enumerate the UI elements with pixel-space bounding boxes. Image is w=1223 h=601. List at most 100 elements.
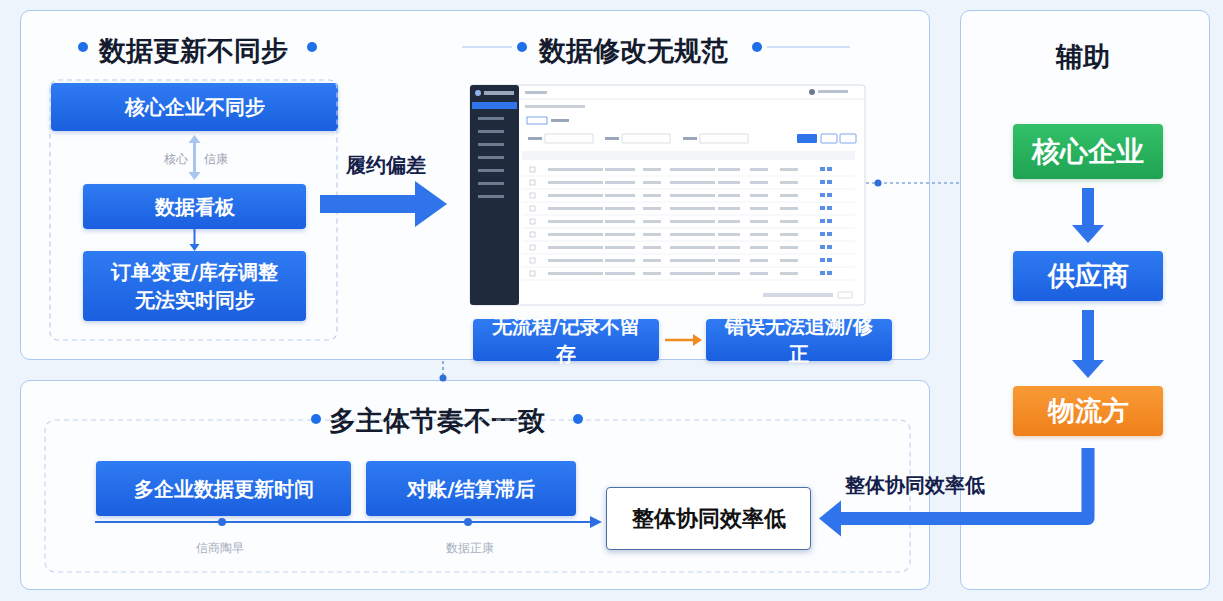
sidebar xyxy=(470,85,519,305)
table-row xyxy=(522,193,855,202)
connector-line xyxy=(665,339,694,342)
box-label: 多企业数据更新时间 xyxy=(134,475,314,503)
result-box: 整体协同效率低 xyxy=(606,487,811,550)
section-panel: 辅助核心企业供应商物流方 xyxy=(960,10,1210,590)
box-label: 订单变更/库存调整 无法实时同步 xyxy=(102,258,287,314)
connector xyxy=(1072,188,1104,243)
process-box: 多企业数据更新时间 xyxy=(96,461,351,516)
heading-dot xyxy=(78,42,88,52)
arrow-head xyxy=(1072,360,1104,378)
filter-input xyxy=(622,134,670,143)
connector xyxy=(665,334,702,346)
box-label: 错误无法追溯/修正 xyxy=(725,312,873,368)
menu-item xyxy=(478,130,504,133)
dashed-frame xyxy=(45,420,910,572)
box-label: 供应商 xyxy=(1048,257,1129,295)
filter-label xyxy=(528,137,542,140)
heading-line xyxy=(767,46,850,48)
heading-dot xyxy=(307,42,317,52)
filter-label xyxy=(683,137,697,140)
timeline xyxy=(95,521,592,523)
table-row xyxy=(522,258,855,267)
connector xyxy=(190,229,200,251)
pagination xyxy=(838,292,852,298)
edge-label: 整体协同效率低 xyxy=(845,472,985,499)
connector-line xyxy=(840,448,1088,519)
button xyxy=(821,134,837,143)
timeline-dot xyxy=(464,518,472,526)
section-heading: 数据更新不同步 xyxy=(99,33,288,69)
timeline-dot xyxy=(218,518,226,526)
annotation-label: 数据正康 xyxy=(446,540,494,557)
connector-line xyxy=(1082,310,1094,361)
heading-dot xyxy=(573,414,583,424)
box-label: 数据看板 xyxy=(155,193,235,221)
menu-item xyxy=(478,143,504,146)
table-row xyxy=(522,271,855,280)
crumb xyxy=(525,91,547,94)
table-row xyxy=(522,245,855,254)
section-panel: 数据更新不同步数据修改无规范核心企业不同步数据看板订单变更/库存调整 无法实时同… xyxy=(20,10,930,360)
table-row xyxy=(522,180,855,189)
heading-line xyxy=(462,46,512,48)
box-label: 对账/结算滞后 xyxy=(407,475,534,503)
arrow-head xyxy=(819,501,841,537)
filter-input xyxy=(545,134,593,143)
table-header xyxy=(522,151,855,160)
dotted-leader xyxy=(442,361,443,380)
arrow-head xyxy=(1072,225,1104,243)
section-heading: 辅助 xyxy=(1056,39,1110,75)
connector-line xyxy=(1082,188,1094,226)
party-box: 供应商 xyxy=(1013,251,1163,301)
leader-dot xyxy=(875,180,882,187)
table-row xyxy=(522,206,855,215)
connector-line xyxy=(193,142,196,173)
annotation-label: 核心 xyxy=(164,151,188,168)
section-heading: 数据修改无规范 xyxy=(539,33,728,69)
process-box: 数据看板 xyxy=(83,184,306,229)
box-label: 核心企业 xyxy=(1032,133,1144,171)
user-bar xyxy=(818,90,848,93)
menu-item xyxy=(478,195,504,198)
table-row xyxy=(522,167,855,176)
logo xyxy=(475,90,481,96)
table-row xyxy=(522,219,855,228)
heading-dot xyxy=(752,42,762,52)
filter-label xyxy=(605,137,619,140)
tab xyxy=(527,117,547,124)
arrow-head xyxy=(693,334,702,346)
dotted-leader xyxy=(866,182,960,183)
arrow-head xyxy=(189,172,201,180)
pagination xyxy=(763,293,833,297)
note-bar xyxy=(525,105,585,108)
filter-input xyxy=(700,134,748,143)
leader-dot xyxy=(440,375,447,382)
process-box: 错误无法追溯/修正 xyxy=(706,319,892,361)
menu-item xyxy=(478,117,504,120)
connector xyxy=(1072,310,1104,378)
box-label: 无流程/记录不留存 xyxy=(492,312,640,368)
party-box: 物流方 xyxy=(1013,386,1163,436)
process-box: 无流程/记录不留存 xyxy=(473,319,659,361)
connector xyxy=(189,135,201,180)
button xyxy=(797,134,817,143)
connector xyxy=(819,448,1088,537)
section-panel: 多主体节奏不一致多企业数据更新时间 对账/结算滞后整体协同效率低 xyxy=(20,380,930,590)
section-heading: 多主体节奏不一致 xyxy=(329,403,545,439)
timeline-head xyxy=(590,516,602,528)
annotation-label: 信康 xyxy=(204,151,228,168)
annotation-label: 履约偏差 xyxy=(346,152,426,179)
heading-dot xyxy=(311,414,321,424)
logo-bar xyxy=(484,91,514,95)
menu-item xyxy=(478,169,504,172)
button xyxy=(840,134,856,143)
process-box: 订单变更/库存调整 无法实时同步 xyxy=(83,251,306,321)
menu-active xyxy=(472,102,517,109)
party-box: 核心企业 xyxy=(1013,124,1163,179)
connector-line xyxy=(194,229,196,245)
screenshot xyxy=(470,85,865,305)
arrow-head xyxy=(190,244,200,251)
box-label: 整体协同效率低 xyxy=(632,504,786,534)
